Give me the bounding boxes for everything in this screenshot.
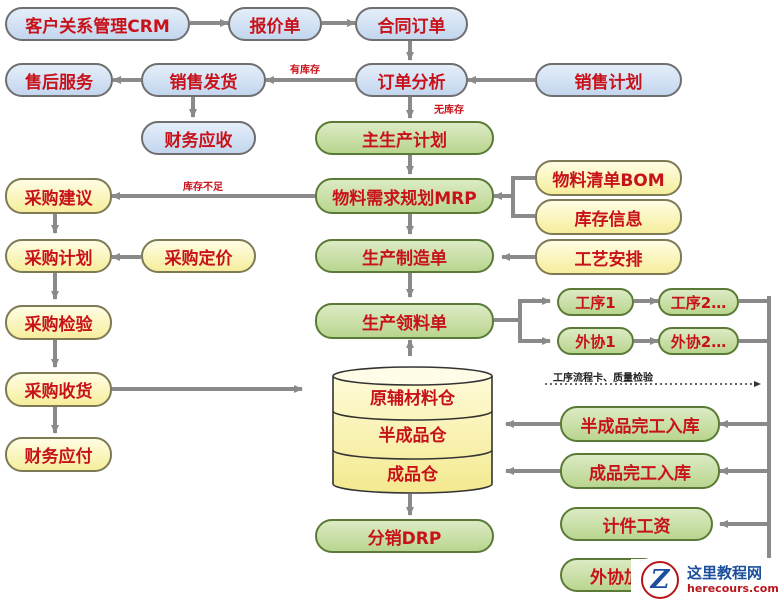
node-semi-storage: 半成品完工入库: [560, 406, 720, 442]
label-in-stock: 有库存: [290, 65, 320, 76]
warehouse-database: 原辅材料仓 半成品仓 成品仓: [332, 366, 493, 494]
node-bom: 物料清单BOM: [535, 160, 682, 196]
node-receivable: 财务应收: [141, 121, 256, 155]
node-inventory-info: 库存信息: [535, 199, 682, 235]
watermark-logo-icon: Z: [641, 561, 679, 599]
semi-product-warehouse: 半成品仓: [378, 425, 447, 446]
node-payable: 财务应付: [5, 437, 112, 472]
label-process-card: 工序流程卡、质量检验: [553, 373, 653, 384]
node-process-1: 工序1: [557, 288, 634, 316]
raw-material-warehouse: 原辅材料仓: [370, 388, 455, 409]
node-mfg-order: 生产制造单: [315, 239, 494, 273]
node-purchase-receipt: 采购收货: [5, 372, 112, 407]
node-drp: 分销DRP: [315, 519, 494, 553]
watermark-title: 这里教程网: [687, 564, 763, 582]
node-mps: 主生产计划: [315, 121, 494, 155]
node-order-analysis: 订单分析: [355, 63, 468, 97]
watermark: Z 这里教程网 herecours.com: [631, 559, 784, 602]
node-process-plan: 工艺安排: [535, 239, 682, 275]
node-process-2: 工序2…: [658, 288, 739, 316]
node-after-sales: 售后服务: [5, 63, 113, 97]
node-piece-wage: 计件工资: [560, 507, 713, 541]
node-sales-delivery: 销售发货: [141, 63, 266, 97]
watermark-site: herecours.com: [687, 582, 779, 595]
node-finished-storage: 成品完工入库: [560, 453, 720, 489]
node-quote: 报价单: [228, 7, 322, 41]
node-purchase-pricing: 采购定价: [141, 239, 256, 273]
cylinder-shape: [332, 366, 493, 494]
node-crm: 客户关系管理CRM: [5, 7, 190, 41]
node-mrp: 物料需求规划MRP: [315, 178, 494, 214]
node-outsource-2: 外协2…: [658, 327, 739, 355]
node-sales-plan: 销售计划: [535, 63, 682, 97]
label-stock-short: 库存不足: [183, 182, 223, 193]
finished-product-warehouse: 成品仓: [387, 464, 438, 485]
node-purchase-plan: 采购计划: [5, 239, 112, 273]
node-purchase-suggestion: 采购建议: [5, 178, 112, 214]
node-material-requisition: 生产领料单: [315, 303, 494, 339]
node-outsource-1: 外协1: [557, 327, 634, 355]
node-contract-order: 合同订单: [355, 7, 468, 41]
label-no-stock: 无库存: [434, 105, 464, 116]
node-purchase-inspection: 采购检验: [5, 305, 112, 340]
